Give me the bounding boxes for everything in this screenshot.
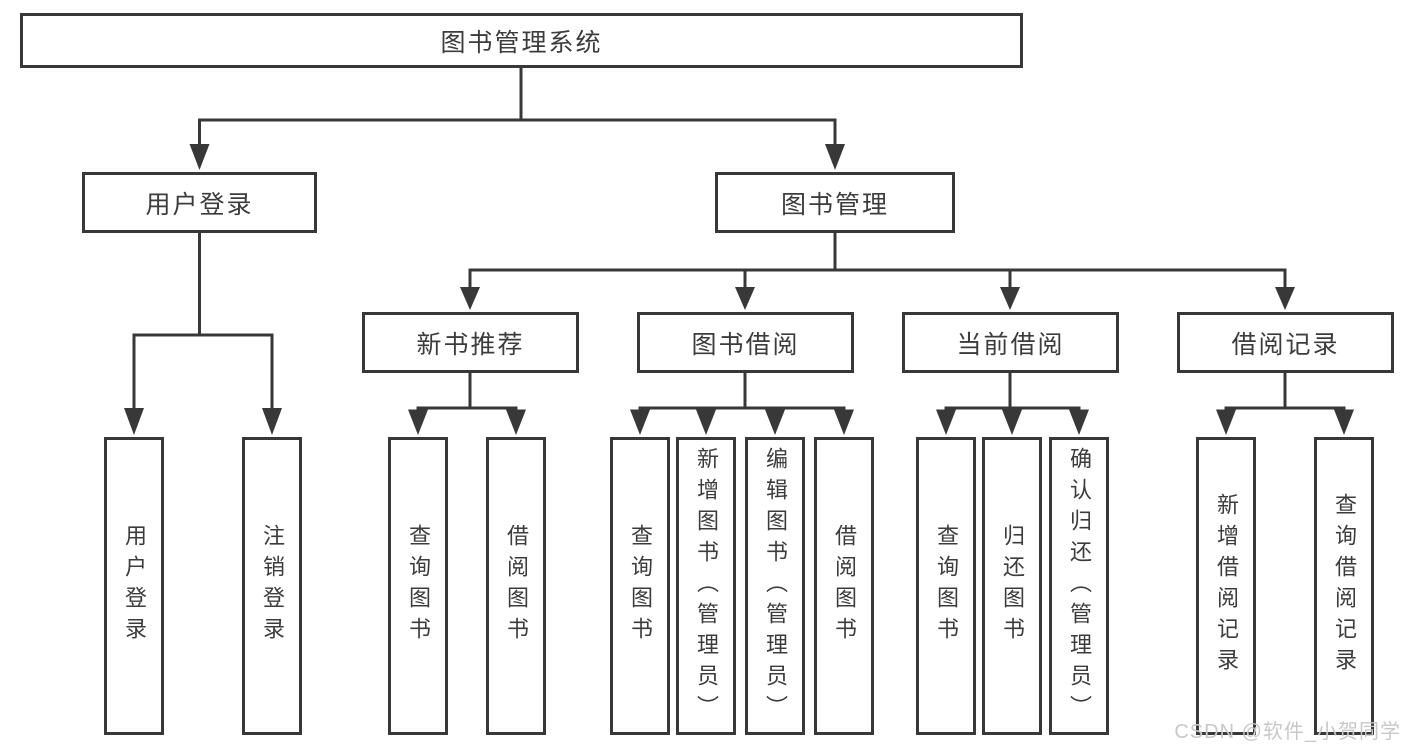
node-current-borrowing: 当前借阅	[902, 312, 1119, 373]
leaf-label: 编辑图书（管理员）	[763, 446, 788, 726]
leaf-label: 查询借阅记录	[1332, 493, 1357, 679]
node-library-management-system: 图书管理系统	[20, 13, 1023, 68]
leaf-label: 注销登录	[260, 524, 285, 648]
leaf-query-books-recommend: 查询图书	[388, 437, 448, 735]
node-label: 图书管理	[780, 190, 889, 219]
leaf-query-borrow-record: 查询借阅记录	[1314, 437, 1374, 735]
leaf-query-books-current: 查询图书	[916, 437, 976, 735]
leaf-label: 确认归还（管理员）	[1067, 446, 1092, 726]
leaf-label: 借阅图书	[832, 524, 857, 648]
leaf-add-books-admin: 新增图书（管理员）	[676, 437, 736, 735]
node-label: 用户登录	[145, 190, 254, 219]
node-label: 当前借阅	[956, 330, 1065, 359]
node-user-login: 用户登录	[82, 172, 317, 233]
node-label: 新书推荐	[416, 330, 525, 359]
node-borrowing-records: 借阅记录	[1177, 312, 1394, 373]
leaf-borrow-books-recommend: 借阅图书	[486, 437, 546, 735]
node-label: 借阅记录	[1231, 330, 1340, 359]
csdn-watermark: CSDN @软件_小贺同学	[1174, 721, 1401, 743]
node-new-book-recommendation: 新书推荐	[362, 312, 579, 373]
leaf-label: 借阅图书	[504, 524, 529, 648]
leaf-return-books: 归还图书	[982, 437, 1042, 735]
leaf-query-books-borrow: 查询图书	[610, 437, 670, 735]
leaf-confirm-return-admin: 确认归还（管理员）	[1049, 437, 1109, 735]
leaf-user-login: 用户登录	[104, 437, 164, 735]
leaf-label: 用户登录	[122, 524, 147, 648]
leaf-label: 查询图书	[406, 524, 431, 648]
node-book-borrowing: 图书借阅	[637, 312, 854, 373]
leaf-label: 新增借阅记录	[1214, 493, 1239, 679]
node-label: 图书管理系统	[440, 28, 603, 57]
leaf-edit-books-admin: 编辑图书（管理员）	[745, 437, 805, 735]
leaf-logout: 注销登录	[242, 437, 302, 735]
leaf-borrow-books: 借阅图书	[814, 437, 874, 735]
leaf-label: 归还图书	[1000, 524, 1025, 648]
leaf-add-borrow-record: 新增借阅记录	[1196, 437, 1256, 735]
leaf-label: 新增图书（管理员）	[694, 446, 719, 726]
leaf-label: 查询图书	[628, 524, 653, 648]
node-label: 图书借阅	[691, 330, 800, 359]
node-book-management: 图书管理	[715, 172, 955, 233]
leaf-label: 查询图书	[934, 524, 959, 648]
